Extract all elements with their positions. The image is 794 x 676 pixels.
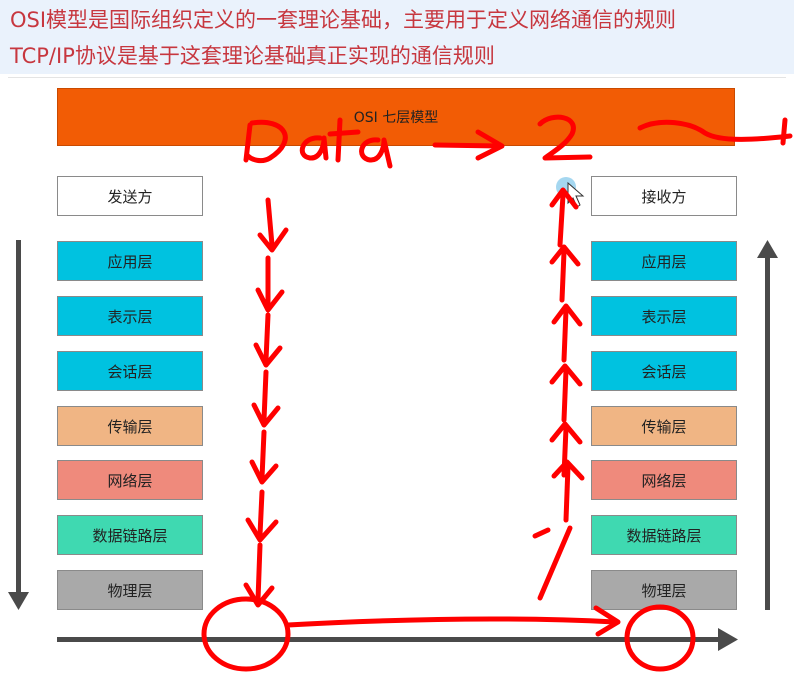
sender-layer-presentation: 表示层 [57, 296, 203, 336]
sender-layer-session: 会话层 [57, 351, 203, 391]
layer-label: 数据链路层 [626, 526, 702, 545]
sender-label: 发送方 [107, 187, 153, 206]
sender-circle [201, 596, 291, 672]
layer-label: 数据链路层 [92, 526, 168, 545]
osi-title: OSI 七层模型 [353, 110, 439, 126]
header-band: OSI模型是国际组织定义的一套理论基础，主要用于定义网络通信的规则 TCP/IP… [0, 0, 794, 74]
layer-label: 网络层 [641, 471, 687, 490]
sender-layer-physical: 物理层 [57, 570, 203, 610]
osi-title-bar: OSI 七层模型 [57, 88, 735, 146]
receiver-layer-physical: 物理层 [591, 570, 737, 610]
receiver-layer-application: 应用层 [591, 241, 737, 281]
layer-label: 传输层 [641, 417, 687, 436]
receiver-layer-network: 网络层 [591, 460, 737, 500]
sender-layer-transport: 传输层 [57, 406, 203, 446]
layer-label: 会话层 [107, 362, 153, 381]
layer-label: 应用层 [641, 252, 687, 271]
receiver-layer-datalink: 数据链路层 [591, 515, 737, 555]
up-arrows [532, 187, 585, 601]
layer-label: 物理层 [107, 581, 153, 600]
receiver-circle [624, 604, 696, 672]
layer-label: 物理层 [641, 581, 687, 600]
sender-box: 发送方 [57, 176, 203, 216]
receiver-label: 接收方 [641, 187, 687, 206]
header-line-osi: OSI模型是国际组织定义的一套理论基础，主要用于定义网络通信的规则 [10, 8, 677, 32]
right-arrow-bottom [57, 628, 738, 651]
layer-label: 应用层 [107, 252, 153, 271]
down-arrows [243, 197, 289, 608]
layer-label: 表示层 [641, 307, 687, 326]
receiver-layer-transport: 传输层 [591, 406, 737, 446]
receiver-layer-presentation: 表示层 [591, 296, 737, 336]
up-arrow-right [757, 240, 778, 610]
layer-label: 传输层 [107, 417, 153, 436]
header-line-tcpip: TCP/IP协议是基于这套理论基础真正实现的通信规则 [10, 44, 495, 68]
divider [8, 77, 786, 78]
down-arrow-left [8, 240, 29, 610]
sender-layer-network: 网络层 [57, 460, 203, 500]
sender-layer-application: 应用层 [57, 241, 203, 281]
layer-label: 网络层 [107, 471, 153, 490]
receiver-box: 接收方 [591, 176, 737, 216]
layer-label: 表示层 [107, 307, 153, 326]
layer-label: 会话层 [641, 362, 687, 381]
sender-layer-datalink: 数据链路层 [57, 515, 203, 555]
receiver-layer-session: 会话层 [591, 351, 737, 391]
